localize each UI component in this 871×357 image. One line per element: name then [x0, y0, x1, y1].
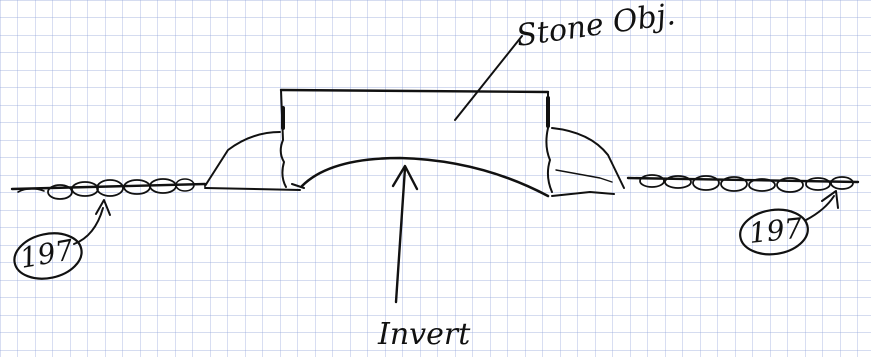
left-bank [204, 131, 305, 191]
left-ground-line [10, 178, 207, 200]
stone-obj-leader [454, 35, 523, 121]
right-197-marker [739, 190, 839, 256]
right-ground-line [626, 174, 860, 193]
right-197-label: 197 [747, 212, 804, 250]
sketch-ink [10, 35, 860, 304]
stone-object [279, 88, 553, 193]
invert-arrow [391, 164, 419, 304]
invert-label: Invert [377, 317, 471, 352]
right-bank [551, 127, 625, 197]
left-197-marker [13, 199, 111, 280]
invert-arch [300, 156, 550, 198]
